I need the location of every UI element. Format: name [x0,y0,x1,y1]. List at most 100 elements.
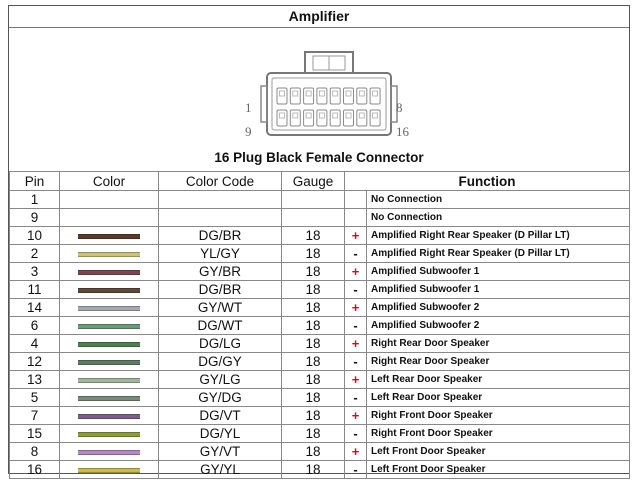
gauge: 18 [281,442,345,461]
color-code: GY/WT [158,298,282,317]
pin-label-top-right: 8 [396,100,403,115]
wire-swatch [78,377,140,383]
wire-swatch [78,467,140,473]
polarity [344,190,367,209]
pin-number: 13 [9,370,60,389]
wire-color-cell [59,208,159,227]
pin-contact [292,90,299,97]
pin-number: 12 [9,352,60,371]
pin-contact [305,112,312,119]
pin-number: 7 [9,406,60,425]
wire-color-cell [59,370,159,389]
polarity: - [344,460,367,479]
connector-drawing [260,51,398,136]
pin-number: 9 [9,208,60,227]
gauge: 18 [281,316,345,335]
table-header-row: Pin Color Color Code Gauge Function [9,171,630,191]
pin-contact [358,112,365,119]
gauge [281,208,345,227]
function: No Connection [366,208,630,227]
pin-number: 1 [9,190,60,209]
header-pin: Pin [9,171,60,191]
page-title: Amplifier [9,6,629,28]
pin-number: 5 [9,388,60,407]
gauge: 18 [281,334,345,353]
function: Left Front Door Speaker [366,442,630,461]
header-gauge: Gauge [281,171,345,191]
gauge: 18 [281,244,345,263]
color-code: DG/VT [158,406,282,425]
polarity: + [344,226,367,245]
wire-color-cell [59,280,159,299]
function: Amplified Subwoofer 1 [366,280,630,299]
wire-color-cell [59,334,159,353]
pin-contact [292,112,299,119]
header-color: Color [59,171,159,191]
pin-contact [345,90,352,97]
wire-swatch [78,233,140,239]
wire-color-cell [59,442,159,461]
pin-label-bottom-left: 9 [245,124,252,139]
gauge: 18 [281,262,345,281]
wire-color-cell [59,460,159,479]
wire-swatch [78,287,140,293]
function: Amplified Subwoofer 1 [366,262,630,281]
wire-color-cell [59,190,159,209]
pin-number: 4 [9,334,60,353]
wire-swatch [78,251,140,257]
color-code: DG/LG [158,334,282,353]
color-code: GY/DG [158,388,282,407]
gauge: 18 [281,298,345,317]
function: Right Rear Door Speaker [366,334,630,353]
gauge: 18 [281,424,345,443]
polarity: + [344,298,367,317]
gauge: 18 [281,370,345,389]
function: Amplified Subwoofer 2 [366,316,630,335]
wire-color-cell [59,316,159,335]
polarity: + [344,262,367,281]
pin-number: 3 [9,262,60,281]
polarity: - [344,352,367,371]
pin-number: 6 [9,316,60,335]
pin-number: 8 [9,442,60,461]
polarity: + [344,334,367,353]
pin-contact [332,112,339,119]
polarity: + [344,442,367,461]
color-code: GY/LG [158,370,282,389]
wiring-sheet: Amplifier 1 8 9 16 16 Plug Black Female … [8,5,630,479]
function: Right Front Door Speaker [366,406,630,425]
wire-swatch [78,305,140,311]
gauge: 18 [281,388,345,407]
wire-swatch [78,323,140,329]
polarity: - [344,316,367,335]
wire-color-cell [59,262,159,281]
wire-color-cell [59,298,159,317]
pin-contact [358,90,365,97]
function: Left Rear Door Speaker [366,388,630,407]
wire-color-cell [59,424,159,443]
connector-pins [276,87,381,127]
polarity: - [344,424,367,443]
color-code: GY/BR [158,262,282,281]
color-code [158,208,282,227]
function: Left Rear Door Speaker [366,370,630,389]
pin-label-bottom-right: 16 [396,124,409,139]
wire-color-cell [59,352,159,371]
wire-color-cell [59,244,159,263]
wire-swatch [78,431,140,437]
polarity: - [344,280,367,299]
connector-diagram: 1 8 9 16 16 Plug Black Female Connector [9,28,629,165]
polarity: + [344,370,367,389]
function: Right Rear Door Speaker [366,352,630,371]
header-color-code: Color Code [158,171,282,191]
gauge: 18 [281,406,345,425]
